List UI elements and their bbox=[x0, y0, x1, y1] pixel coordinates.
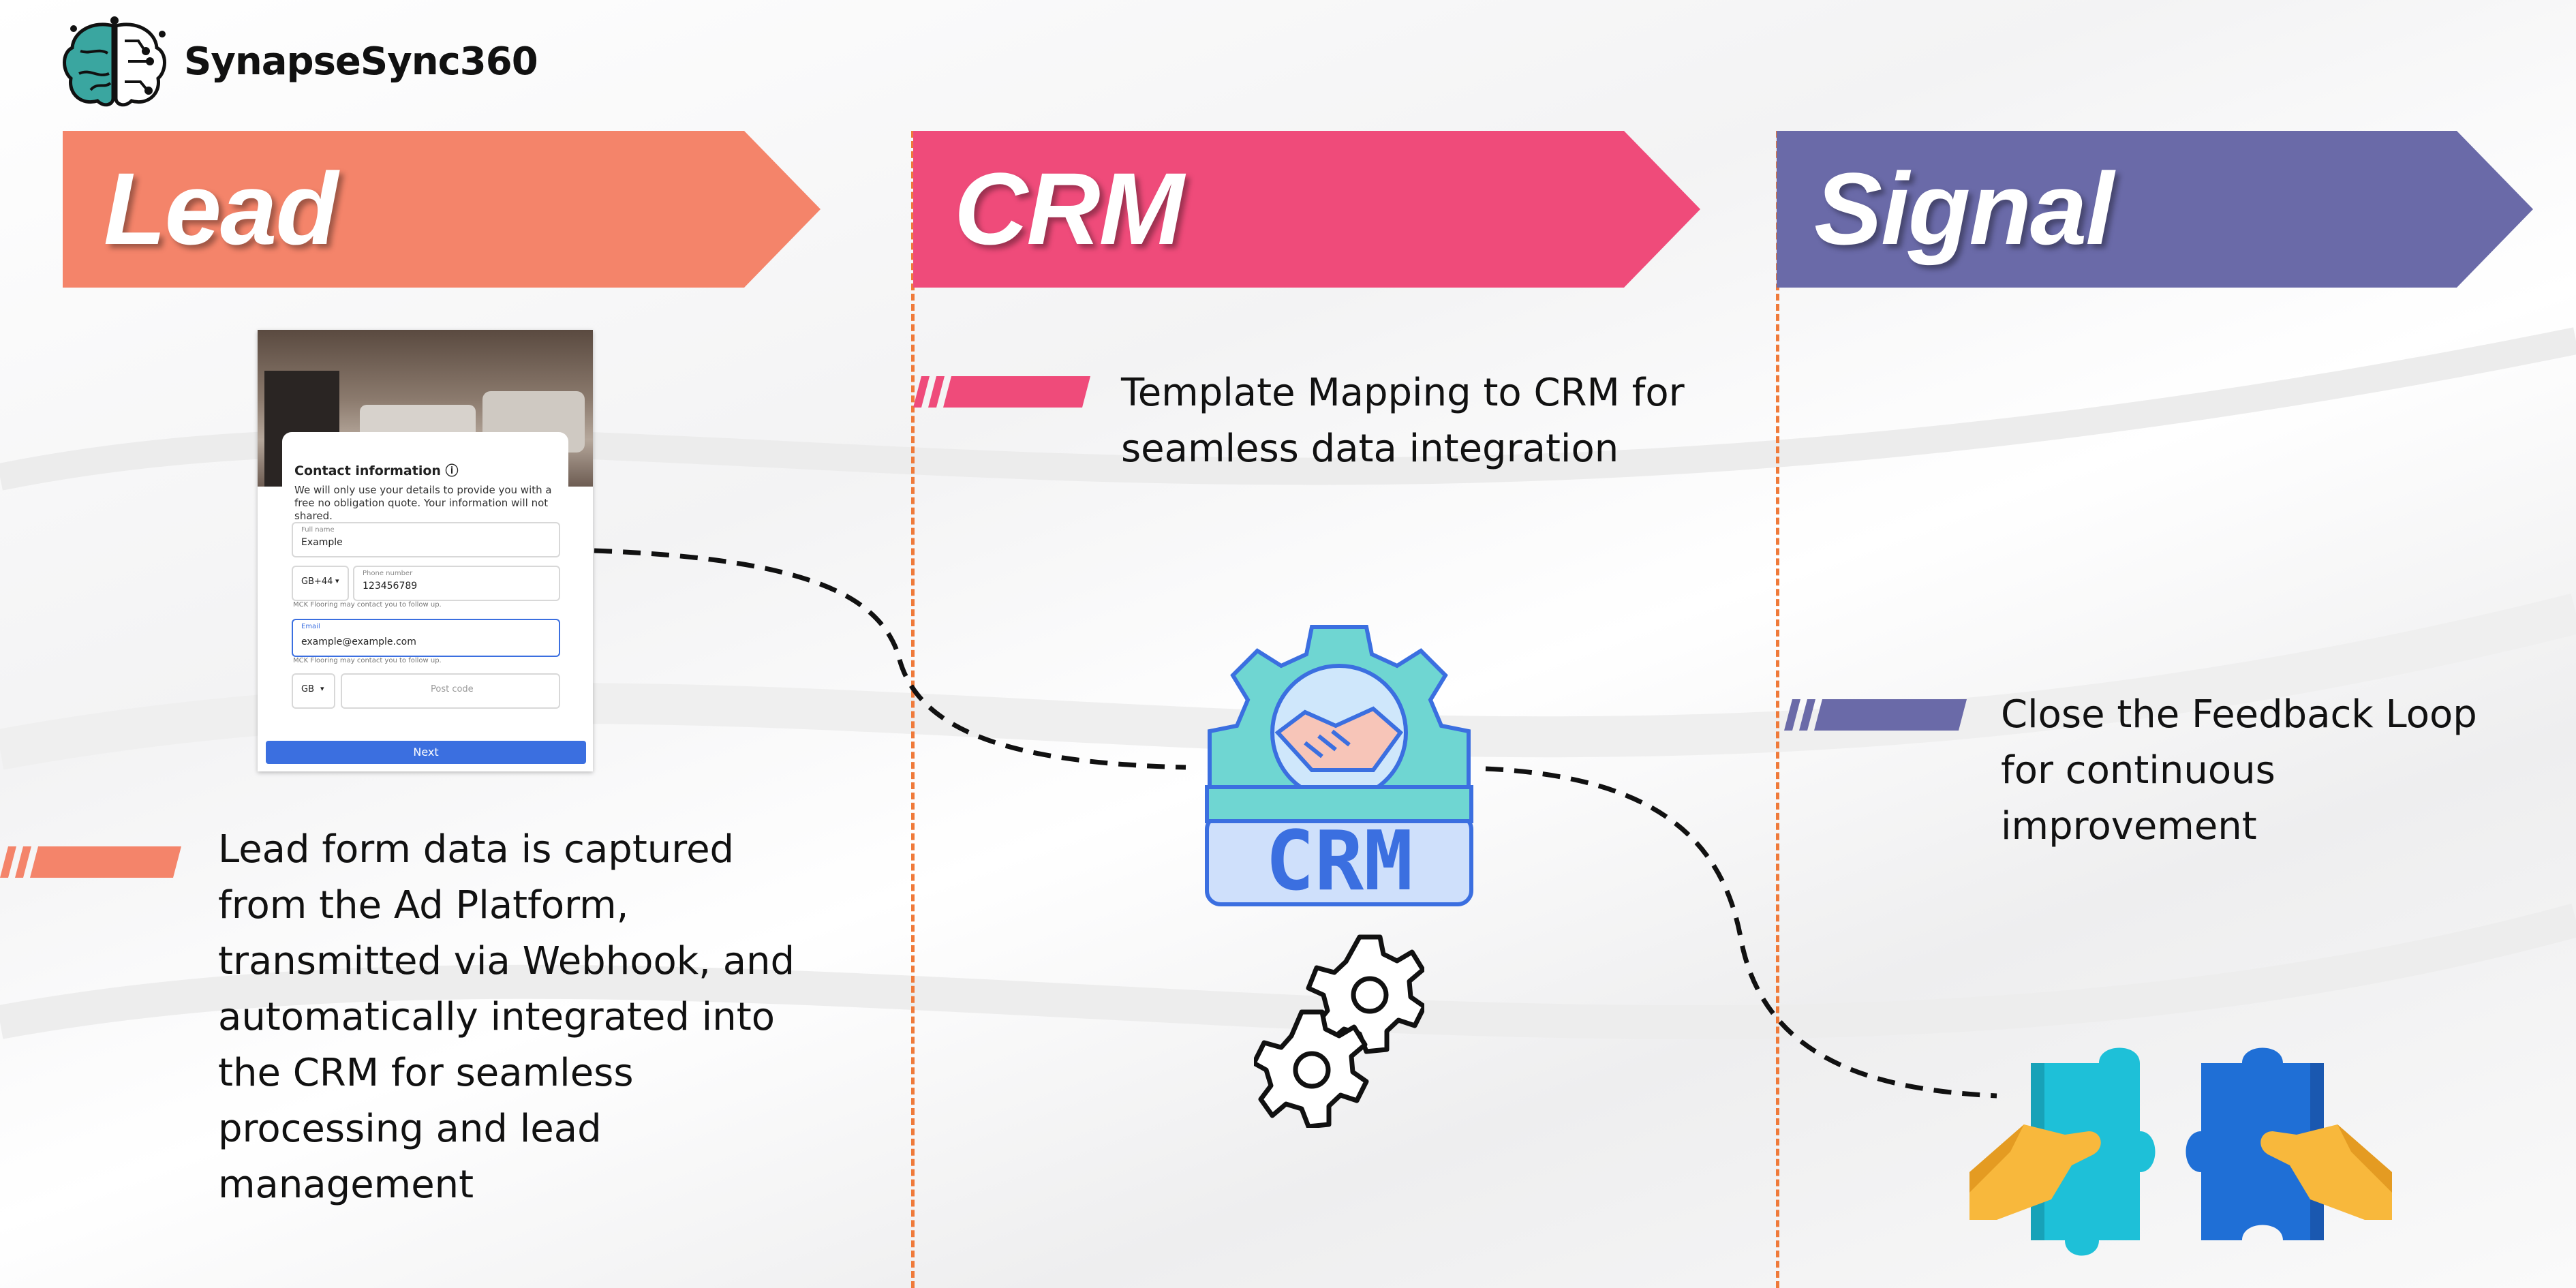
lead-description: Lead form data is captured from the Ad P… bbox=[218, 827, 795, 1207]
chevron-down-icon: ▾ bbox=[335, 577, 339, 585]
contact-panel: Contact information ⓘ We will only use y… bbox=[282, 432, 568, 732]
crm-description: Template Mapping to CRM for seamless dat… bbox=[1121, 371, 1685, 471]
crm-gear-handshake-icon: CRM bbox=[1203, 624, 1475, 910]
puzzle-hands-icon bbox=[1969, 1015, 2392, 1261]
form-title: Contact information ⓘ bbox=[294, 463, 459, 478]
separator-crm bbox=[911, 131, 915, 1288]
stage-title-lead: Lead bbox=[104, 151, 338, 266]
phone-field[interactable]: Phone number 123456789 bbox=[353, 566, 560, 601]
country-code-select[interactable]: GB+44 ▾ bbox=[292, 566, 349, 601]
crm-icon-label: CRM bbox=[1266, 814, 1413, 909]
brain-icon bbox=[60, 14, 169, 116]
postcode-field[interactable]: Post code bbox=[341, 673, 560, 709]
signal-description: Close the Feedback Loop for continuous i… bbox=[2001, 692, 2477, 848]
banner-signal: Signal bbox=[1777, 131, 2533, 288]
gears-icon bbox=[1251, 930, 1427, 1129]
lead-form-screenshot: Contact information ⓘ We will only use y… bbox=[258, 330, 593, 771]
stage-title-signal: Signal bbox=[1814, 151, 2114, 266]
email-hint: MCK Flooring may contact you to follow u… bbox=[293, 657, 442, 664]
flag-lead bbox=[0, 846, 181, 878]
brand-name: SynapseSync360 bbox=[184, 40, 538, 84]
next-button[interactable]: Next bbox=[266, 741, 586, 764]
flag-signal bbox=[1784, 699, 1967, 731]
flag-crm bbox=[913, 376, 1090, 408]
banner-lead: Lead bbox=[63, 131, 821, 288]
info-icon: ⓘ bbox=[445, 463, 459, 478]
form-description: We will only use your details to provide… bbox=[294, 484, 552, 522]
separator-signal bbox=[1776, 131, 1779, 1288]
stage-title-crm: CRM bbox=[954, 151, 1184, 266]
chevron-down-icon: ▾ bbox=[320, 684, 324, 693]
full-name-field[interactable]: Full name Example bbox=[292, 522, 560, 557]
phone-hint: MCK Flooring may contact you to follow u… bbox=[293, 601, 442, 609]
email-field[interactable]: Email example@example.com bbox=[292, 619, 560, 657]
banner-crm: CRM bbox=[913, 131, 1700, 288]
country-select[interactable]: GB ▾ bbox=[292, 673, 335, 709]
